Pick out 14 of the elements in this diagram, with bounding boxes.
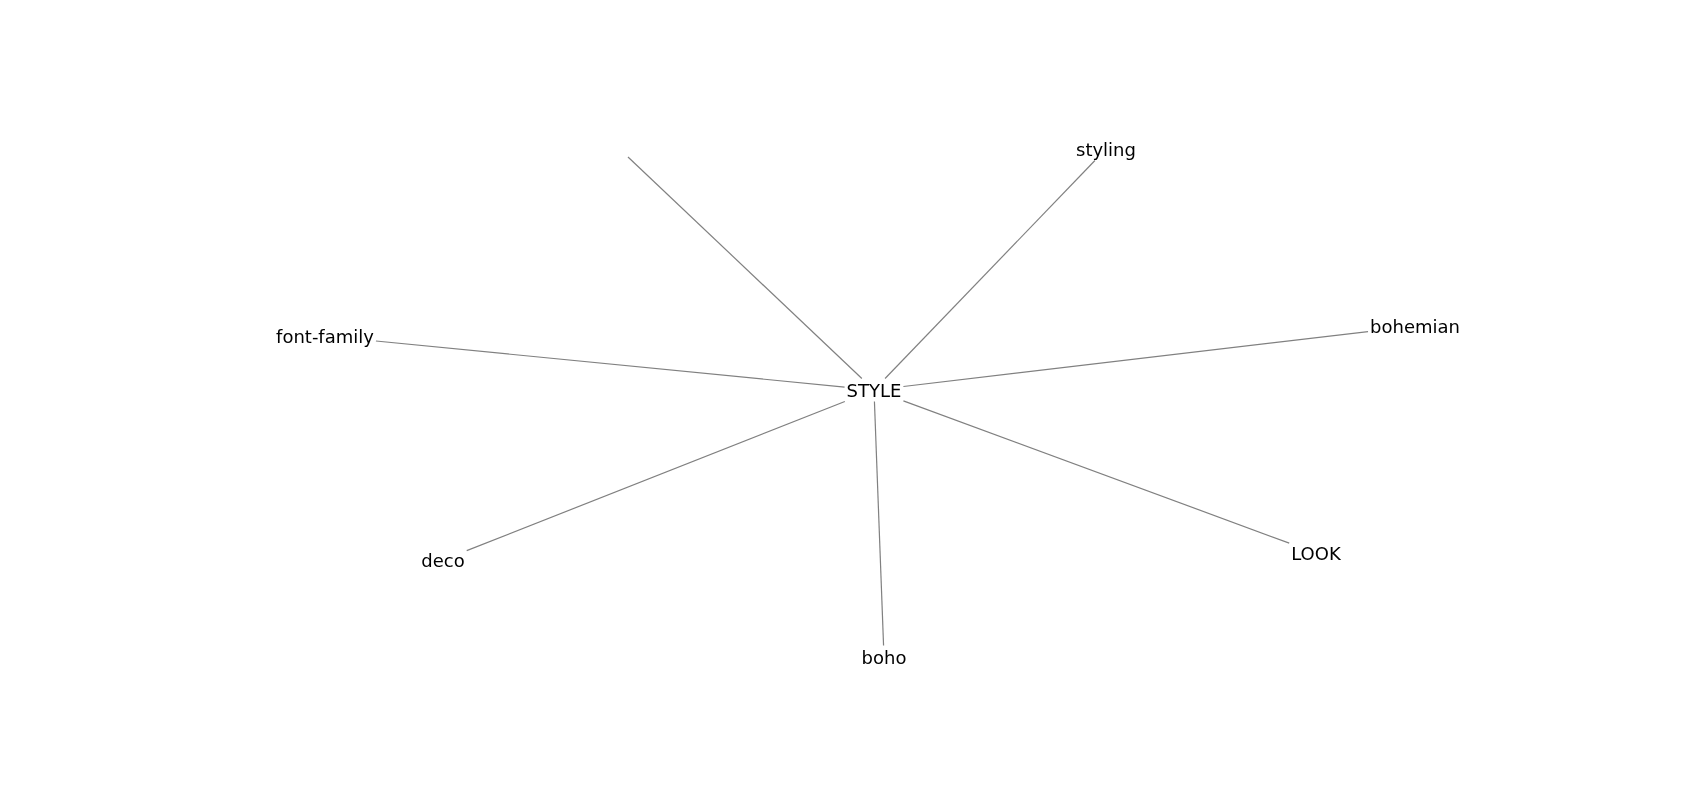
- connector-line: [902, 400, 1290, 544]
- connector-line: [375, 340, 846, 388]
- node-label: LOOK: [1289, 541, 1343, 565]
- node-label: styling: [1074, 137, 1138, 161]
- connector-line: [902, 330, 1369, 388]
- node-label: bohemian: [1368, 314, 1462, 338]
- node-label: STYLE: [844, 378, 904, 402]
- node-label: deco: [419, 548, 467, 572]
- node-label: font-family: [274, 324, 376, 348]
- connector-line: [627, 156, 863, 380]
- connector-line: [884, 159, 1096, 380]
- connector-line: [873, 400, 885, 647]
- connector-line: [466, 400, 846, 552]
- node-label: boho: [859, 645, 909, 669]
